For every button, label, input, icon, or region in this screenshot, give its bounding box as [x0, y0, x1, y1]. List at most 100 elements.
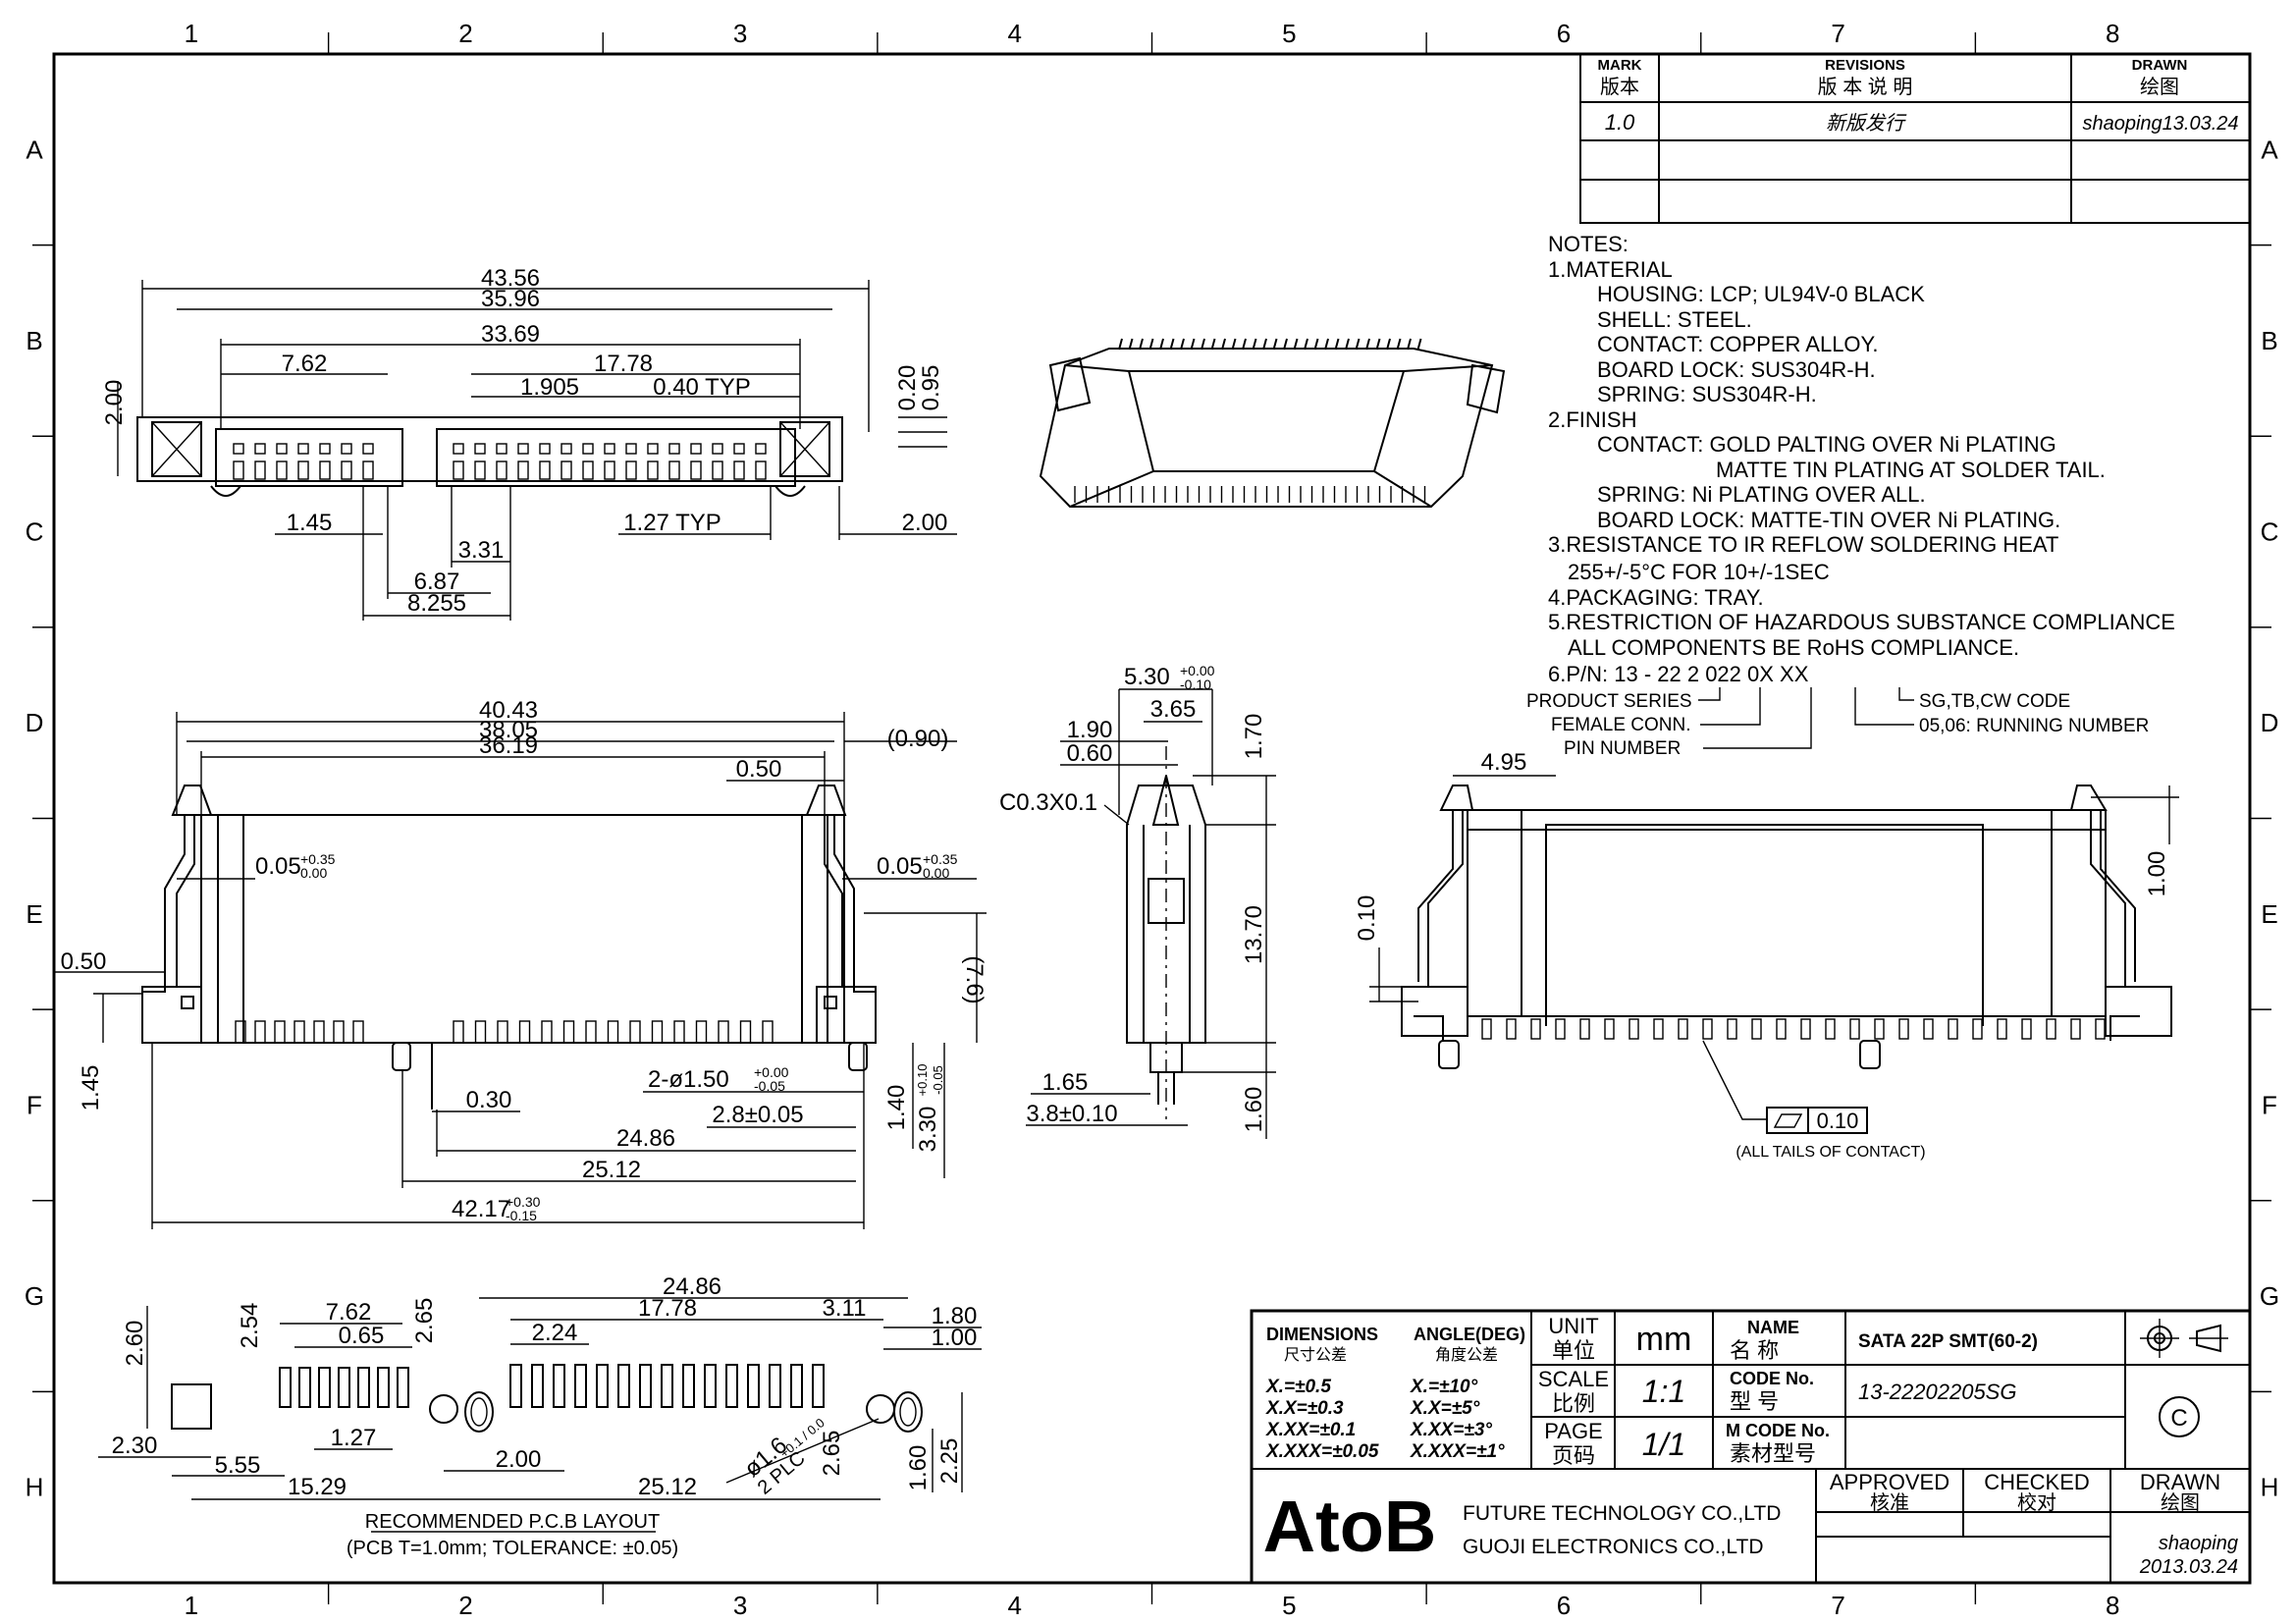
note-line: 2.FINISH	[1548, 407, 1636, 432]
top-view-pins-right	[453, 443, 767, 480]
front-pin	[352, 1020, 364, 1044]
pcb-pad	[279, 1367, 292, 1408]
pn-female-conn: FEMALE CONN.	[1551, 715, 1691, 735]
zone-column-label: 6	[1557, 1591, 1571, 1620]
iso-tooth	[1148, 338, 1154, 351]
top-pin	[297, 443, 309, 455]
tb-tol-3: X.XX=±0.1	[1265, 1420, 1356, 1440]
top-dim-pitch-typ: 1.27 TYP	[623, 510, 721, 536]
front-pin	[254, 1020, 266, 1044]
iso-tooth	[1118, 338, 1123, 351]
top-pin	[233, 443, 244, 455]
front-dim-boss-dia-tol-top: +0.00	[754, 1064, 789, 1080]
rear-pin	[1751, 1018, 1762, 1040]
rear-flatness-tol: 0.10	[1817, 1109, 1859, 1133]
side-dim-13-70: 13.70	[1241, 905, 1267, 964]
pcb-pad	[639, 1364, 652, 1408]
iso-tooth	[1386, 338, 1391, 351]
side-dim-chamfer: C0.3X0.1	[999, 789, 1097, 816]
note-line: 5.RESTRICTION OF HAZARDOUS SUBSTANCE COM…	[1548, 610, 2175, 634]
front-dim-0-90: (0.90)	[887, 726, 949, 752]
isometric-bottom-pins	[1074, 486, 1426, 503]
side-dim-1-70: 1.70	[1241, 714, 1267, 760]
pcb-dim-1-60: 1.60	[905, 1445, 932, 1491]
rear-pin	[1898, 1018, 1909, 1040]
front-dim-boss-dia: 2-ø1.50	[648, 1066, 729, 1093]
tb-unit-value: mm	[1636, 1321, 1692, 1358]
iso-tooth	[1128, 338, 1134, 351]
side-dim-5-30-tol-bot: -0.10	[1180, 677, 1211, 692]
rear-dim-4-95: 4.95	[1481, 749, 1527, 776]
front-dim-0-30: 0.30	[466, 1087, 512, 1113]
top-pin	[254, 443, 266, 455]
side-dim-5-30: 5.30	[1124, 664, 1170, 690]
iso-tooth	[1159, 338, 1164, 351]
zone-column-label: 7	[1831, 19, 1844, 48]
iso-tooth	[1139, 338, 1144, 351]
iso-tooth	[1365, 338, 1370, 351]
tb-page-cn: 页码	[1552, 1443, 1595, 1468]
rear-view: 4.95 1.00 0.10 0.10 (ALL TAILS OF CONTAC…	[1354, 749, 2179, 1161]
pcb-dim-2-65-top: 2.65	[411, 1298, 438, 1344]
front-pin	[629, 1020, 641, 1044]
rear-pin	[1972, 1018, 1983, 1040]
front-dim-40-43: 40.43	[479, 697, 538, 724]
rear-pin	[2046, 1018, 2056, 1040]
top-pin	[233, 460, 244, 480]
pcb-pad	[397, 1367, 409, 1408]
pn-code: SG,TB,CW CODE	[1919, 691, 2070, 712]
zone-column-label: 1	[185, 19, 198, 48]
top-dim-6-87: 6.87	[414, 568, 460, 595]
top-pin	[341, 443, 352, 455]
top-pin	[539, 443, 551, 455]
tb-drawn: DRAWN	[2140, 1470, 2220, 1494]
front-pin	[274, 1020, 286, 1044]
pcb-pad	[769, 1364, 781, 1408]
rear-pin	[1997, 1018, 2007, 1040]
zone-row-label: H	[2261, 1473, 2279, 1502]
tb-name-value: SATA 22P SMT(60-2)	[1858, 1331, 2038, 1352]
rear-pin	[1727, 1018, 1737, 1040]
top-pin	[755, 443, 767, 455]
side-dim-1-65: 1.65	[1042, 1069, 1089, 1096]
rev-header-revisions-cn: 版 本 说 明	[1818, 76, 1913, 98]
rear-pin	[1849, 1018, 1860, 1040]
side-dim-0-60: 0.60	[1067, 740, 1113, 767]
zone-column-label: 3	[733, 1591, 747, 1620]
note-line: 4.PACKAGING: TRAY.	[1548, 585, 1764, 610]
pcb-layout-caption: RECOMMENDED P.C.B LAYOUT	[365, 1511, 660, 1533]
front-dim-left-gap-tol-bot: 0.00	[300, 865, 327, 881]
zone-column-label: 2	[458, 1591, 472, 1620]
rear-flatness-note: (ALL TAILS OF CONTACT)	[1735, 1144, 1925, 1161]
pcb-dim-1-00: 1.00	[932, 1325, 978, 1351]
pcb-dim-2-30: 2.30	[112, 1433, 158, 1459]
pcb-dim-2-60: 2.60	[122, 1321, 148, 1367]
front-pin	[739, 1020, 752, 1044]
note-line: ALL COMPONENTS BE RoHS COMPLIANCE.	[1568, 635, 2019, 660]
pcb-dim-3-11: 3.11	[823, 1295, 867, 1322]
rev-header-mark: MARK	[1598, 57, 1642, 74]
rev-row-desc: 新版发行	[1826, 113, 1907, 135]
front-dim-42-17-tol-bot: -0.15	[506, 1208, 537, 1223]
tb-name-cn: 名 称	[1730, 1338, 1779, 1363]
rear-dim-1-00: 1.00	[2144, 851, 2170, 897]
pcb-pad	[617, 1364, 630, 1408]
zone-row-label: H	[26, 1473, 44, 1502]
tb-company-1: FUTURE TECHNOLOGY CO.,LTD	[1463, 1502, 1781, 1525]
rear-pin	[1604, 1018, 1615, 1040]
pcb-dim-25-12: 25.12	[638, 1474, 697, 1500]
iso-tooth	[1221, 338, 1226, 351]
top-dim-signal-span: 7.62	[282, 351, 328, 377]
rear-pin	[1800, 1018, 1811, 1040]
front-dim-42-17: 42.17	[452, 1196, 510, 1222]
zone-column-label: 6	[1557, 19, 1571, 48]
tb-angle-label: ANGLE(DEG)	[1414, 1325, 1525, 1344]
tb-page-value: 1/1	[1642, 1427, 1685, 1462]
iso-tooth	[1375, 338, 1381, 351]
top-pin	[517, 460, 529, 480]
tb-logo: AtoB	[1263, 1486, 1437, 1567]
tb-drawn-cn: 绘图	[2161, 1491, 2200, 1514]
pcb-pad	[509, 1364, 522, 1408]
side-dim-1-90: 1.90	[1067, 717, 1113, 743]
tb-checked: CHECKED	[1984, 1470, 2090, 1494]
